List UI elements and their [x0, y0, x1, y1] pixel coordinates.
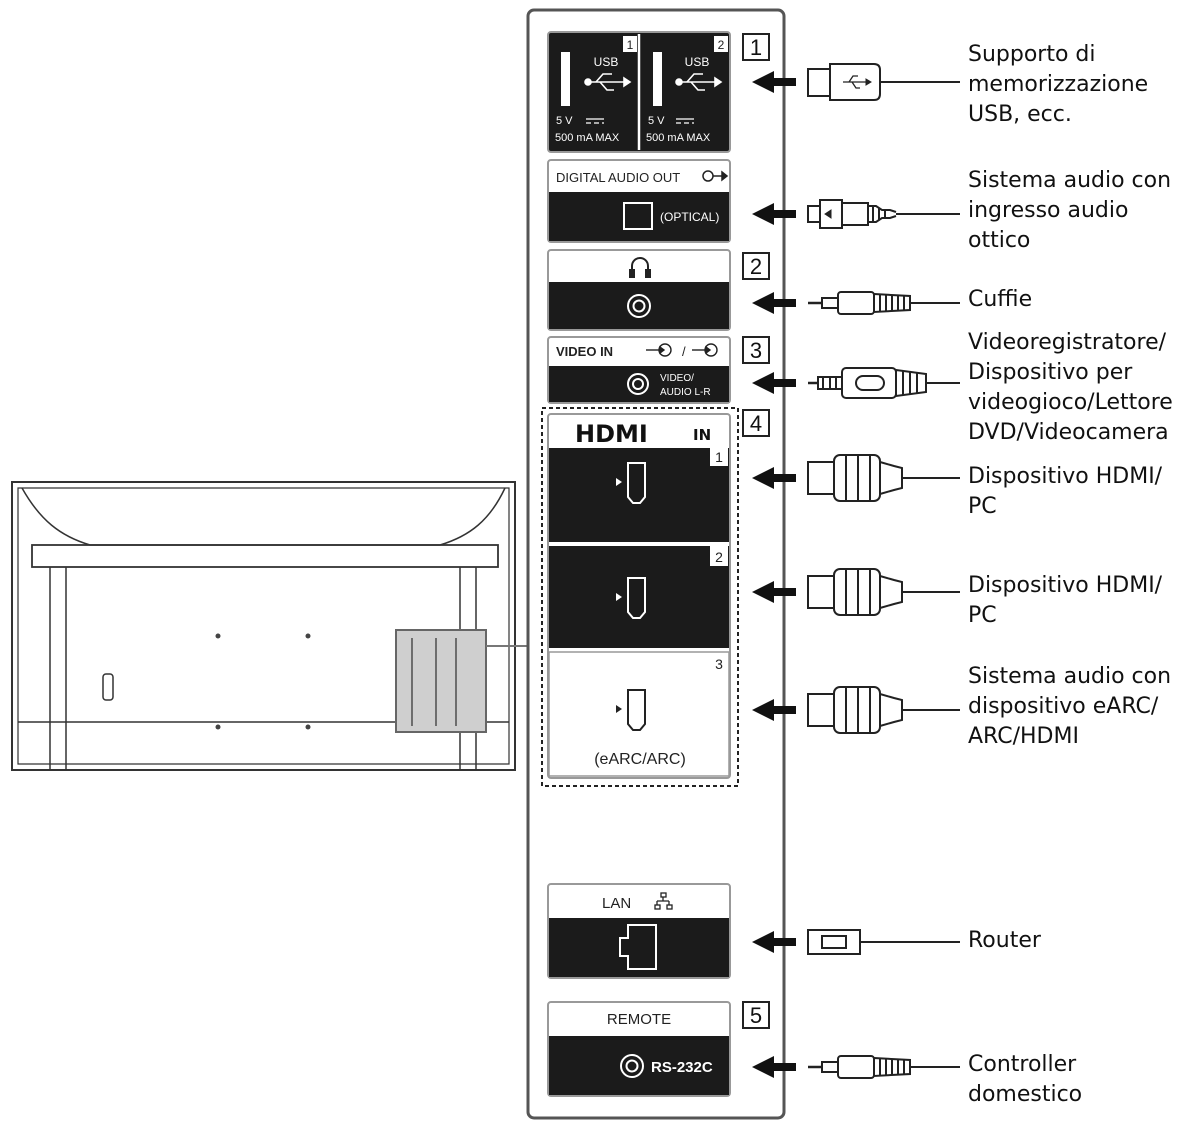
lan-port	[619, 924, 657, 970]
hdmi-port-2-number: 2	[715, 549, 723, 565]
arrow-left-icon	[752, 1056, 774, 1078]
hdmi-in-block: HDMI IN 1 2 3 (eARC/ARC)	[541, 407, 739, 787]
callout-3: 3	[750, 338, 762, 363]
video-input-icons	[646, 343, 718, 357]
usb-trident-icon	[584, 73, 723, 91]
headphone-block	[547, 249, 731, 331]
hdmi-port-3	[616, 689, 646, 731]
arrows	[752, 71, 796, 1078]
arrow-left-icon	[752, 71, 774, 93]
hdmi-port-1-number: 1	[715, 449, 723, 465]
usb-port-1-current: 500 mA MAX	[555, 132, 620, 144]
arrow-left-icon	[752, 699, 774, 721]
device-label-router: Router	[968, 928, 1041, 953]
remote-label: REMOTE	[607, 1011, 671, 1028]
video-audio-jack	[627, 373, 649, 395]
hdmi-plug-icon-3	[807, 686, 960, 734]
digital-audio-out-block: DIGITAL AUDIO OUT (OPTICAL)	[547, 159, 731, 243]
usb-plug-icon	[807, 63, 960, 101]
device-label-usb-storage: Supporto di memorizzazione USB, ecc.	[968, 42, 1149, 127]
device-label-video-devices: Videoregistratore/ Dispositivo per video…	[968, 330, 1173, 445]
device-label-home-controller: Controller domestico	[968, 1052, 1083, 1107]
digital-audio-out-label: DIGITAL AUDIO OUT	[556, 170, 680, 185]
cables	[807, 63, 960, 1079]
tv-rear-view	[11, 481, 528, 771]
usb-port-2-current: 500 mA MAX	[646, 132, 711, 144]
hdmi-plug-icon-2	[807, 568, 960, 616]
hdmi-plug-icon-1	[807, 454, 960, 502]
callout-4: 4	[750, 411, 762, 436]
arrow-left-icon	[752, 203, 774, 225]
digital-audio-out-icon	[702, 170, 729, 182]
device-label-earc-system: Sistema audio con dispositivo eARC/ ARC/…	[968, 664, 1172, 749]
usb-port-1-number: 1	[627, 38, 634, 52]
usb-port-2-voltage: 5 V	[648, 115, 665, 127]
optical-plug-icon	[807, 199, 960, 229]
callout-5: 5	[750, 1003, 762, 1028]
headphones-icon	[629, 257, 651, 278]
terminal-panel	[526, 8, 786, 1120]
hdmi-in-label: IN	[693, 426, 711, 444]
usb-port-2-number: 2	[718, 38, 725, 52]
arrow-left-icon	[752, 372, 774, 394]
video-in-block: VIDEO IN / VIDEO/ AUDIO L-R	[547, 336, 731, 404]
device-label-hdmi-2: Dispositivo HDMI/ PC	[968, 573, 1163, 628]
usb-port-1-voltage: 5 V	[556, 115, 573, 127]
rs232c-label: RS-232C	[651, 1059, 713, 1076]
video-audio-label-line2: AUDIO L-R	[660, 387, 711, 398]
arrow-left-icon	[752, 292, 774, 314]
earc-label: (eARC/ARC)	[594, 751, 686, 768]
network-icon	[654, 892, 673, 910]
device-label-hdmi-1: Dispositivo HDMI/ PC	[968, 464, 1163, 519]
remote-block: REMOTE RS-232C	[547, 1001, 731, 1097]
usb-port-2-label: USB	[685, 55, 710, 69]
hdmi-port-1	[616, 462, 646, 504]
hdmi-port-2	[616, 577, 646, 619]
controller-plug-icon	[808, 1055, 960, 1079]
lan-block: LAN	[547, 883, 731, 979]
arrow-left-icon	[752, 581, 774, 603]
lan-plug-icon	[807, 929, 960, 955]
callout-numbers: 1 2 3 4 5	[742, 33, 770, 1029]
tv-screw-holes	[215, 633, 311, 730]
video-in-separator: /	[682, 344, 686, 359]
device-label-headphones: Cuffie	[968, 287, 1033, 312]
video-in-label: VIDEO IN	[556, 344, 613, 359]
optical-port	[623, 202, 653, 230]
arrow-left-icon	[752, 931, 774, 953]
device-label-optical-audio: Sistema audio con ingresso audio ottico	[968, 168, 1172, 253]
usb-ports-block: 1 2 USB USB 5 V 5 V 500 mA MAX 500 mA MA…	[547, 31, 731, 153]
callout-2: 2	[750, 254, 762, 279]
video-audio-label-line1: VIDEO/	[660, 373, 694, 384]
usb-port-1-label: USB	[594, 55, 619, 69]
hdmi-port-3-number: 3	[715, 656, 723, 672]
rs232c-jack	[620, 1054, 644, 1078]
callout-1: 1	[750, 35, 762, 60]
headphone-plug-icon	[808, 291, 960, 315]
optical-port-label: (OPTICAL)	[660, 210, 719, 224]
lan-label: LAN	[602, 895, 631, 912]
arrow-left-icon	[752, 467, 774, 489]
headphone-jack	[627, 294, 651, 318]
hdmi-logo: HDMI	[575, 420, 648, 448]
av-plug-icon	[808, 367, 960, 399]
